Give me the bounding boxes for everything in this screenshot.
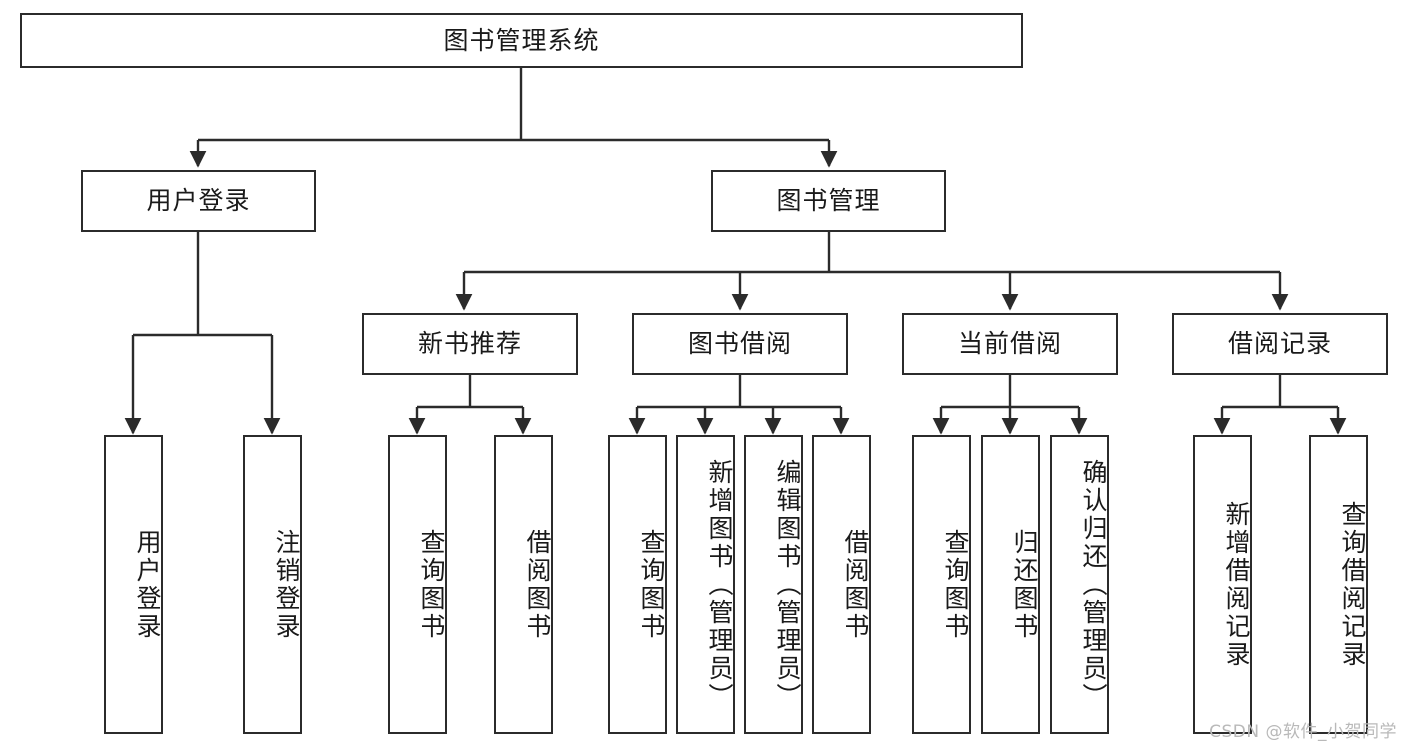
node-leaf-add-record[interactable]: 新增借阅记录 xyxy=(1193,435,1252,734)
node-leaf-query-book-1[interactable]: 查询图书 xyxy=(388,435,447,734)
node-leaf-borrow-book-2-label: 借阅图书 xyxy=(841,528,870,641)
node-leaf-return-book[interactable]: 归还图书 xyxy=(981,435,1040,734)
node-leaf-confirm-return[interactable]: 确认归还（管理员） xyxy=(1050,435,1109,734)
node-book-borrow[interactable]: 图书借阅 xyxy=(632,313,848,375)
node-leaf-query-book-1-label: 查询图书 xyxy=(417,528,446,641)
node-root-label: 图书管理系统 xyxy=(443,25,600,55)
node-leaf-query-book-2-label: 查询图书 xyxy=(637,528,666,641)
node-leaf-borrow-book-2[interactable]: 借阅图书 xyxy=(812,435,871,734)
node-leaf-query-book-2[interactable]: 查询图书 xyxy=(608,435,667,734)
node-leaf-borrow-book-1-label: 借阅图书 xyxy=(523,528,552,641)
node-current-borrow[interactable]: 当前借阅 xyxy=(902,313,1118,375)
node-new-book-recommend-label: 新书推荐 xyxy=(417,329,522,359)
node-book-manage-label: 图书管理 xyxy=(776,186,881,216)
node-leaf-query-record-label: 查询借阅记录 xyxy=(1338,500,1367,669)
node-leaf-query-book-3-label: 查询图书 xyxy=(941,528,970,641)
node-leaf-add-book-label: 新增图书（管理员） xyxy=(705,458,734,711)
csdn-watermark: CSDN @软件_小贺同学 xyxy=(1209,722,1397,742)
node-leaf-user-login-label: 用户登录 xyxy=(133,528,162,641)
node-leaf-add-record-label: 新增借阅记录 xyxy=(1222,500,1251,669)
node-leaf-logout-login[interactable]: 注销登录 xyxy=(243,435,302,734)
node-leaf-edit-book[interactable]: 编辑图书（管理员） xyxy=(744,435,803,734)
node-root[interactable]: 图书管理系统 xyxy=(20,13,1023,68)
node-new-book-recommend[interactable]: 新书推荐 xyxy=(362,313,578,375)
node-leaf-add-book[interactable]: 新增图书（管理员） xyxy=(676,435,735,734)
node-book-manage[interactable]: 图书管理 xyxy=(711,170,946,232)
node-borrow-record[interactable]: 借阅记录 xyxy=(1172,313,1388,375)
node-book-borrow-label: 图书借阅 xyxy=(687,329,792,359)
node-leaf-confirm-return-label: 确认归还（管理员） xyxy=(1079,458,1108,711)
node-leaf-borrow-book-1[interactable]: 借阅图书 xyxy=(494,435,553,734)
node-leaf-query-book-3[interactable]: 查询图书 xyxy=(912,435,971,734)
node-borrow-record-label: 借阅记录 xyxy=(1227,329,1332,359)
node-user-login[interactable]: 用户登录 xyxy=(81,170,316,232)
node-leaf-user-login[interactable]: 用户登录 xyxy=(104,435,163,734)
node-current-borrow-label: 当前借阅 xyxy=(957,329,1062,359)
node-user-login-label: 用户登录 xyxy=(146,186,251,216)
node-leaf-return-book-label: 归还图书 xyxy=(1010,528,1039,641)
node-leaf-logout-login-label: 注销登录 xyxy=(272,528,301,641)
node-leaf-edit-book-label: 编辑图书（管理员） xyxy=(773,458,802,711)
node-leaf-query-record[interactable]: 查询借阅记录 xyxy=(1309,435,1368,734)
